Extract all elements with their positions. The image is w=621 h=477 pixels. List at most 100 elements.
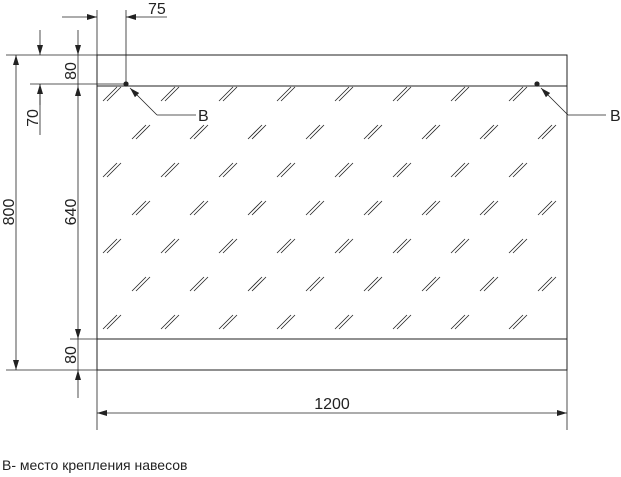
- hatch-mark: [454, 86, 470, 102]
- hatch-mark: [160, 238, 176, 254]
- hatch-mark: [363, 124, 379, 140]
- hatch-mark: [483, 276, 499, 292]
- dim-total-height: 800: [1, 199, 18, 226]
- hatch-mark: [164, 86, 180, 102]
- hatch-mark: [106, 314, 122, 330]
- hatch-mark: [508, 162, 524, 178]
- hatch-mark: [135, 200, 151, 216]
- hatch-mark: [454, 314, 470, 330]
- leader-left: [129, 87, 158, 116]
- hatch-mark: [135, 276, 151, 292]
- hatch-mark: [450, 314, 466, 330]
- hatch-mark: [450, 86, 466, 102]
- hatch-mark: [193, 200, 209, 216]
- hatch-mark: [280, 86, 296, 102]
- hatch-mark: [251, 276, 267, 292]
- hatch-mark: [392, 238, 408, 254]
- hatch-mark: [305, 124, 321, 140]
- hatch-mark: [106, 162, 122, 178]
- hatch-mark: [309, 200, 325, 216]
- hatch-mark: [338, 86, 354, 102]
- hatch-mark: [131, 276, 147, 292]
- hatch-mark: [450, 238, 466, 254]
- hatch-mark: [218, 162, 234, 178]
- hatch-mark: [222, 238, 238, 254]
- hatch-mark: [338, 162, 354, 178]
- hatch-mark: [164, 162, 180, 178]
- label-hole-right: B: [610, 108, 621, 125]
- hatch-mark: [280, 162, 296, 178]
- hatch-mark: [247, 124, 263, 140]
- hatch-mark: [131, 124, 147, 140]
- hatch-mark: [189, 200, 205, 216]
- hatch-mark: [164, 238, 180, 254]
- hatch-mark: [189, 124, 205, 140]
- hatch-mark: [508, 238, 524, 254]
- hatch-mark: [541, 276, 557, 292]
- leader-right: [540, 87, 569, 116]
- hatch-mark: [102, 238, 118, 254]
- label-hole-left: B: [198, 108, 209, 125]
- hatch-mark: [276, 238, 292, 254]
- hatch-mark: [334, 238, 350, 254]
- hatch-mark: [251, 200, 267, 216]
- hatch-mark: [367, 124, 383, 140]
- hatch-mark: [189, 276, 205, 292]
- hatch-mark: [276, 162, 292, 178]
- hatch-mark: [537, 276, 553, 292]
- dim-hole-offset: 70: [25, 109, 42, 127]
- hatch-mark: [450, 162, 466, 178]
- hatch-mark: [363, 276, 379, 292]
- hatch-mark: [218, 238, 234, 254]
- hatch-mark: [425, 124, 441, 140]
- dim-total-width: 1200: [314, 396, 350, 413]
- hatch-mark: [508, 86, 524, 102]
- hatch-mark: [251, 124, 267, 140]
- hatch-mark: [218, 86, 234, 102]
- hatch-mark: [479, 276, 495, 292]
- hatch-mark: [392, 314, 408, 330]
- hatch-mark: [102, 314, 118, 330]
- hatch-mark: [280, 314, 296, 330]
- hatch-mark: [276, 86, 292, 102]
- dim-top-offset: 75: [148, 1, 166, 18]
- hatch-mark: [222, 86, 238, 102]
- hatch-mark: [305, 200, 321, 216]
- hatch-mark: [363, 200, 379, 216]
- hatch-mark: [193, 124, 209, 140]
- hatch-mark: [309, 276, 325, 292]
- hatch-mark: [479, 124, 495, 140]
- hatch-mark: [483, 200, 499, 216]
- hatch-mark: [164, 314, 180, 330]
- hatch-mark: [102, 162, 118, 178]
- hatch-mark: [396, 162, 412, 178]
- hatch-mark: [454, 162, 470, 178]
- hatch-mark: [338, 238, 354, 254]
- hatch-mark: [512, 238, 528, 254]
- hatch-mark: [135, 124, 151, 140]
- hatch-mark: [102, 86, 118, 102]
- hatch-mark: [222, 162, 238, 178]
- hatch-mark: [454, 238, 470, 254]
- hatch-mark: [392, 86, 408, 102]
- hatch-mark: [247, 200, 263, 216]
- hatch-mark: [106, 238, 122, 254]
- hatch-mark: [512, 86, 528, 102]
- hatch-mark: [367, 200, 383, 216]
- hatch-mark: [537, 124, 553, 140]
- hatch-mark: [367, 276, 383, 292]
- hole-right: [534, 81, 540, 87]
- hatch-mark: [131, 200, 147, 216]
- hatch-mark: [512, 314, 528, 330]
- hatch-mark: [421, 200, 437, 216]
- hatch-mark: [396, 238, 412, 254]
- hatch-mark: [508, 314, 524, 330]
- hatch-mark: [218, 314, 234, 330]
- legend-note: B- место крепления навесов: [2, 457, 188, 473]
- hatch-mark: [392, 162, 408, 178]
- glass-hatching: [102, 86, 557, 330]
- hatch-mark: [334, 314, 350, 330]
- hatch-mark: [479, 200, 495, 216]
- hatch-mark: [421, 276, 437, 292]
